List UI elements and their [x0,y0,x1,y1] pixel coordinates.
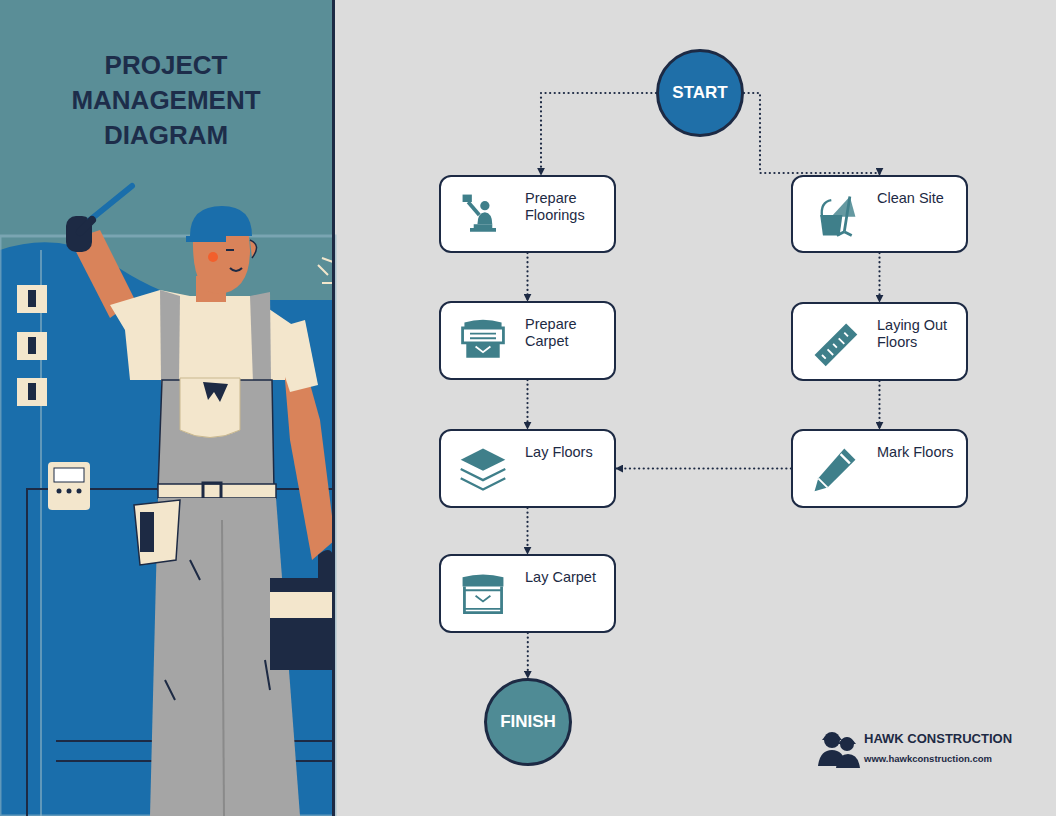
task-label: Laying Out Floors [877,317,962,351]
task-label: Mark Floors [877,444,962,461]
left-panel [0,0,335,816]
process-box: Clean Site [791,175,968,253]
brand-url: www.hawkconstruction.com [864,753,992,764]
task-label: Lay Floors [525,444,610,461]
terminal-label: START [672,83,727,103]
blue-wall [0,242,335,816]
terminal-label: FINISH [500,712,556,732]
task-label: Prepare Carpet [525,316,610,350]
process-box: Laying Out Floors [791,302,968,381]
task-icon [807,443,863,495]
task-icon [455,189,511,241]
diagram-title: PROJECT MANAGEMENT DIAGRAM [56,48,276,153]
flow-connector [526,253,528,301]
task-icon [455,443,511,495]
task-label: Clean Site [877,190,962,207]
task-icon [807,316,863,368]
process-box: Mark Floors [791,429,968,508]
task-icon [455,315,511,367]
worker-figure [66,186,335,816]
process-box: Prepare Carpet [439,301,616,380]
flow-connector [526,508,528,554]
flow-connector [541,93,656,175]
flow-connector [878,381,880,429]
task-label: Prepare Floorings [525,190,610,224]
flow-connector [526,380,528,429]
switches [17,285,90,510]
start-circle: START [656,49,744,137]
process-box: Lay Carpet [439,554,616,633]
task-icon [807,189,863,241]
flow-connector [878,253,880,302]
finish-circle: FINISH [484,678,572,766]
process-box: Lay Floors [439,429,616,508]
flow-connector [616,467,791,469]
flow-connector [744,93,880,175]
logo-icon [818,732,860,768]
process-box: Prepare Floorings [439,175,616,253]
task-label: Lay Carpet [525,569,610,586]
panel-divider [332,0,335,816]
brand-name: HAWK CONSTRUCTION [864,731,1012,746]
flow-connector [527,633,529,678]
task-icon [455,568,511,620]
